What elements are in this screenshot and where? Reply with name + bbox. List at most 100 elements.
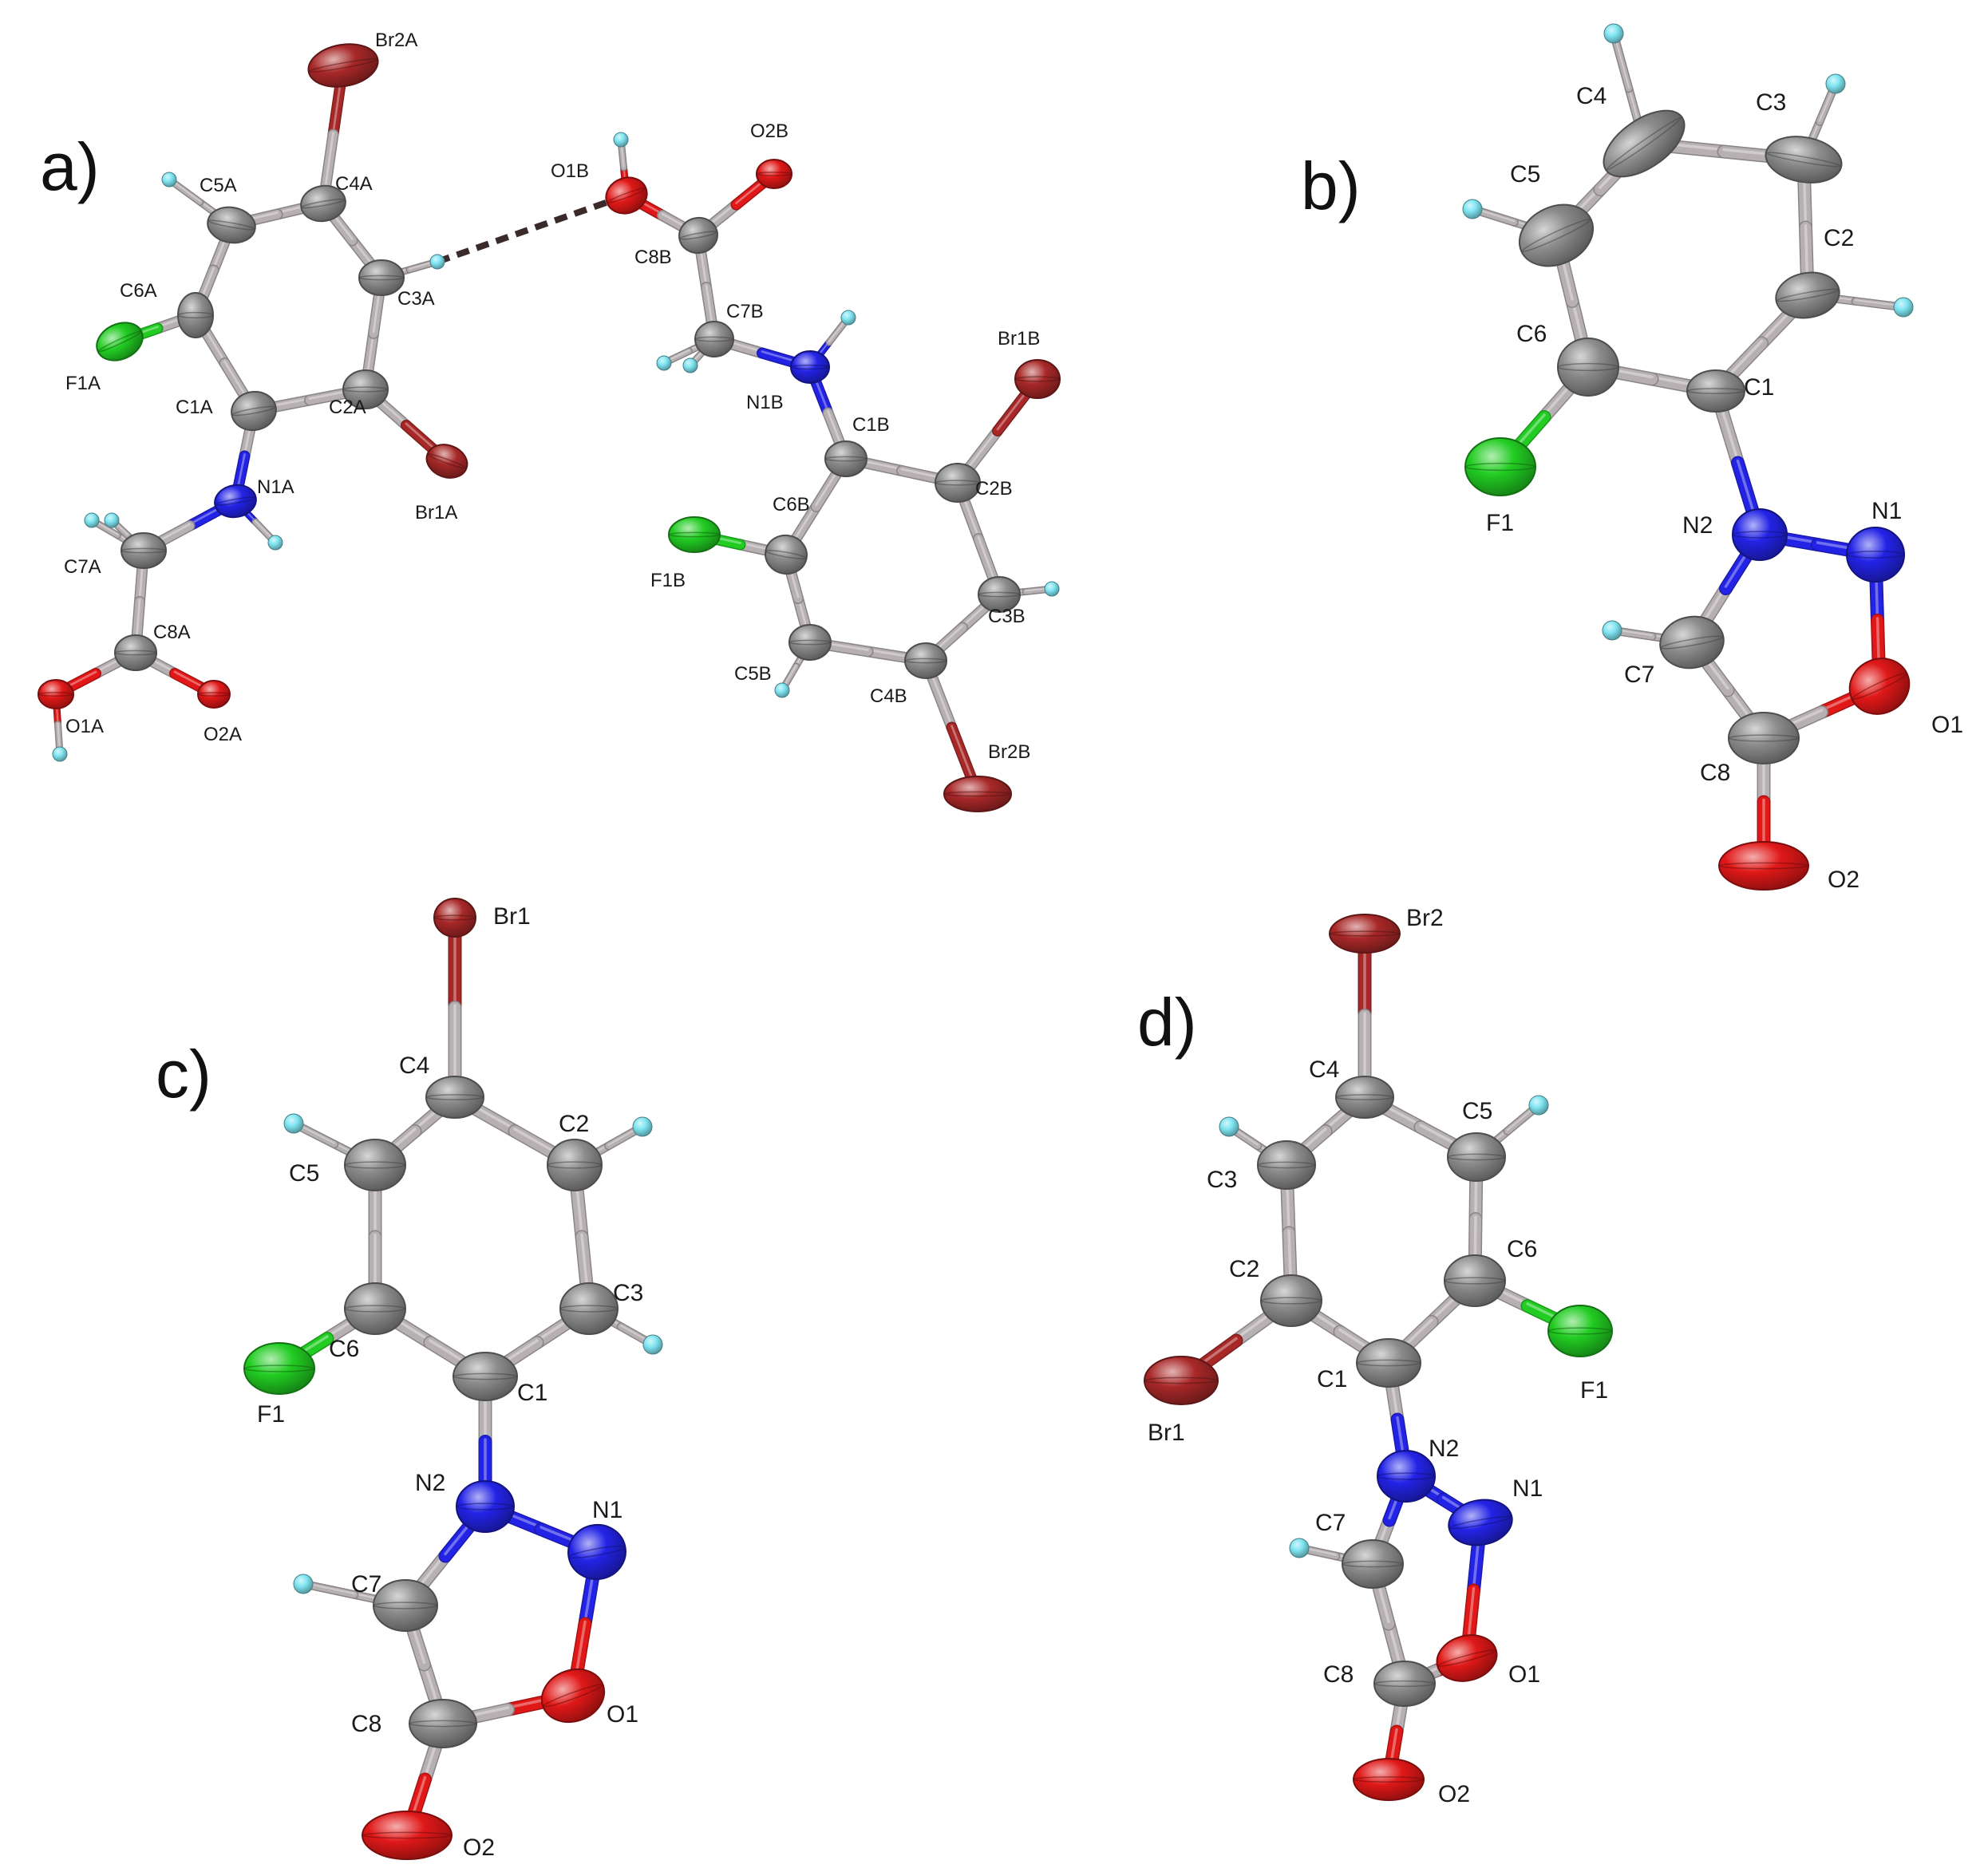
- atom-HN1B-cyan-sphere: [840, 310, 856, 326]
- atom-label-C8A: C8A: [153, 622, 191, 643]
- atom-C8-grey-ellipsoid: [1373, 1661, 1436, 1707]
- atom-C8A-principal-ellipse: [114, 650, 157, 656]
- atom-H7B1-cyan-sphere: [656, 355, 672, 371]
- atom-label-F1: F1: [1486, 510, 1514, 536]
- atom-O1A-principal-ellipse: [38, 692, 74, 697]
- atom-H3-cyan-sphere: [1219, 1116, 1239, 1137]
- atom-Br1-dark-red-ellipsoid: [433, 898, 476, 938]
- atom-label-F1A: F1A: [65, 373, 101, 394]
- atom-Br2-principal-ellipse: [1330, 930, 1400, 937]
- atom-C7-grey-ellipsoid: [373, 1579, 438, 1632]
- atom-C5-principal-ellipse: [1521, 218, 1591, 253]
- atom-H7-cyan-sphere: [293, 1574, 314, 1594]
- atom-label-Br1B: Br1B: [998, 328, 1040, 350]
- atom-O2-red-ellipsoid: [1718, 841, 1809, 891]
- atom-label-Br2B: Br2B: [988, 741, 1030, 763]
- atom-C8A-grey-ellipsoid: [114, 634, 157, 671]
- atom-H7-cyan-sphere: [1289, 1538, 1310, 1558]
- atom-label-Br2A: Br2A: [375, 30, 417, 51]
- atom-label-C6B: C6B: [773, 494, 810, 515]
- atom-C5-grey-ellipsoid: [1518, 203, 1595, 267]
- atom-Br1A-principal-ellipse: [427, 453, 467, 469]
- atom-O2-principal-ellipse: [1719, 862, 1808, 870]
- atom-label-C7: C7: [1624, 662, 1654, 688]
- atom-label-C1B: C1B: [852, 414, 890, 436]
- atom-label-C7: C7: [1315, 1510, 1346, 1536]
- atom-C7-principal-ellipse: [373, 1602, 437, 1609]
- atom-C4B-grey-ellipsoid: [904, 642, 947, 679]
- atom-label-C6: C6: [329, 1336, 359, 1362]
- atom-Br1-principal-ellipse: [1144, 1376, 1218, 1384]
- atom-N1-blue-ellipsoid: [1846, 527, 1905, 583]
- atom-H7B2-cyan-sphere: [682, 357, 698, 373]
- atom-C6-grey-ellipsoid: [344, 1282, 406, 1335]
- atom-label-C4: C4: [1309, 1056, 1339, 1083]
- atom-H2-cyan-sphere: [632, 1116, 653, 1137]
- atom-label-C5: C5: [1510, 161, 1540, 188]
- atom-HN1A-cyan-sphere: [267, 535, 283, 551]
- atom-C6-grey-ellipsoid: [1444, 1254, 1506, 1307]
- atom-H3B-cyan-sphere: [1044, 581, 1060, 597]
- atom-label-C8B: C8B: [634, 247, 672, 268]
- atom-C3-principal-ellipse: [1257, 1161, 1316, 1169]
- atom-O2A-red-ellipsoid: [197, 680, 231, 709]
- atom-N1B-blue-ellipsoid: [790, 350, 830, 384]
- atom-C5B-principal-ellipse: [788, 639, 832, 646]
- atom-N1B-principal-ellipse: [790, 364, 830, 370]
- atom-label-N2: N2: [1429, 1436, 1459, 1462]
- atom-label-C5: C5: [1462, 1098, 1492, 1124]
- atom-C2-grey-ellipsoid: [1775, 271, 1840, 319]
- atom-C3B-principal-ellipse: [978, 591, 1021, 598]
- atom-label-F1: F1: [1580, 1377, 1608, 1404]
- atom-C2-grey-ellipsoid: [547, 1139, 603, 1191]
- atom-C7-principal-ellipse: [1660, 635, 1724, 650]
- atom-C7B-grey-ellipsoid: [694, 321, 734, 357]
- atom-H5A-cyan-sphere: [161, 172, 177, 188]
- atom-Br1-principal-ellipse: [433, 914, 476, 921]
- atom-C5-principal-ellipse: [345, 1161, 405, 1169]
- atom-label-C1: C1: [1744, 374, 1774, 401]
- atom-C8-grey-ellipsoid: [1728, 712, 1800, 764]
- atom-C2-principal-ellipse: [547, 1161, 603, 1169]
- atom-C2B-grey-ellipsoid: [935, 463, 981, 503]
- atom-label-C3A: C3A: [397, 288, 435, 310]
- atom-label-C3: C3: [1207, 1167, 1237, 1193]
- atom-Br2B-principal-ellipse: [944, 791, 1011, 797]
- atom-C7A-grey-ellipsoid: [121, 532, 167, 569]
- atom-F1-principal-ellipse: [244, 1365, 314, 1372]
- atom-label-N1: N1: [592, 1497, 622, 1523]
- atom-O1-principal-ellipse: [543, 1684, 603, 1708]
- atom-label-C3B: C3B: [988, 606, 1026, 627]
- atom-C8-principal-ellipse: [1729, 734, 1799, 742]
- atom-C4-principal-ellipse: [1606, 117, 1682, 171]
- atom-C1-grey-ellipsoid: [1686, 369, 1745, 413]
- atom-label-C2: C2: [1229, 1256, 1259, 1282]
- atom-label-C8: C8: [351, 1711, 381, 1737]
- atom-C7-grey-ellipsoid: [1342, 1539, 1404, 1589]
- atom-C3-grey-ellipsoid: [559, 1282, 619, 1335]
- atom-Br2A-dark-red-ellipsoid: [307, 43, 379, 88]
- atom-Br1B-principal-ellipse: [1014, 376, 1061, 382]
- atom-H2-cyan-sphere: [1893, 297, 1914, 318]
- atom-O1-principal-ellipse: [1437, 1649, 1496, 1667]
- atom-label-O2A: O2A: [204, 724, 242, 745]
- atom-C2A-principal-ellipse: [342, 386, 389, 393]
- atom-C5-grey-ellipsoid: [344, 1139, 406, 1191]
- atom-C4-principal-ellipse: [425, 1094, 484, 1100]
- atom-label-Br1: Br1: [493, 903, 531, 930]
- atom-C6-grey-ellipsoid: [1557, 338, 1619, 397]
- atom-label-O2: O2: [1828, 867, 1860, 893]
- atom-label-F1: F1: [257, 1401, 285, 1428]
- atom-O2B-red-ellipsoid: [756, 159, 792, 189]
- atom-label-C3: C3: [613, 1280, 643, 1306]
- atom-label-C4B: C4B: [870, 685, 907, 707]
- atom-C5-grey-ellipsoid: [1447, 1132, 1506, 1182]
- atom-H4-cyan-sphere: [1603, 23, 1624, 44]
- atom-N2-principal-ellipse: [456, 1503, 515, 1511]
- atom-label-O1: O1: [1931, 712, 1963, 738]
- atom-N1-principal-ellipse: [1846, 551, 1905, 559]
- atom-Br1-dark-red-ellipsoid: [1144, 1356, 1219, 1405]
- atom-H5-cyan-sphere: [1462, 199, 1483, 219]
